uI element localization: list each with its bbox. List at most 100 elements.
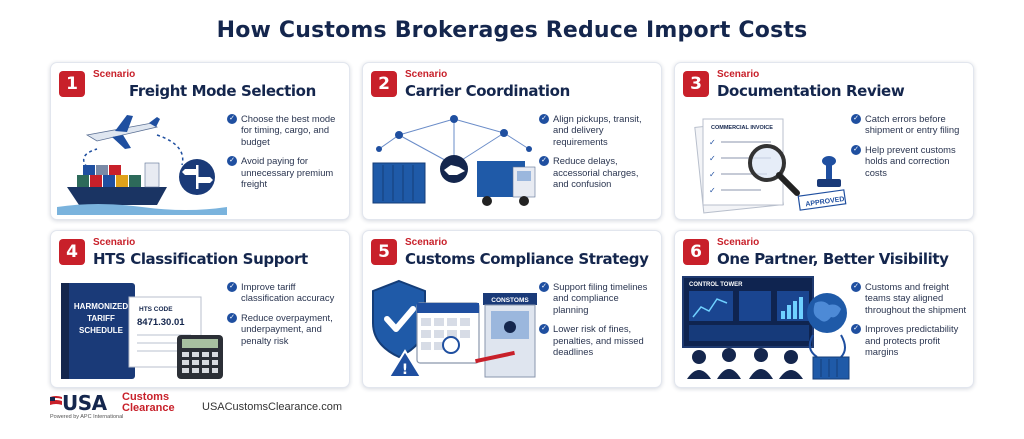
scenario-label: Scenario — [717, 69, 760, 80]
bullet-list: ✓Align pickups, transit, and delivery re… — [539, 113, 655, 197]
card-title: Customs Compliance Strategy — [405, 250, 649, 268]
hts-illustration: HARMONIZED TARIFF SCHEDULE HTS CODE 8471… — [61, 283, 223, 379]
check-icon: ✓ — [539, 114, 549, 124]
list-item: ✓Improve tariff classification accuracy — [227, 281, 343, 304]
scenario-label: Scenario — [717, 237, 760, 248]
check-icon: ✓ — [227, 156, 237, 167]
magnifier-icon — [748, 144, 800, 196]
bullet-list: ✓Catch errors before shipment or entry f… — [851, 113, 967, 186]
screen-label: CONTROL TOWER — [689, 282, 743, 288]
logo-powered-by: Powered by APC International — [50, 414, 124, 420]
documentation-illustration: COMMERCIAL INVOICE ✓ ✓ ✓ ✓ APPROVED — [694, 118, 847, 214]
check-icon: ✓ — [539, 282, 549, 292]
document-icon: COMMERCIAL INVOICE ✓ ✓ ✓ ✓ — [694, 118, 784, 214]
check-icon: ✓ — [851, 282, 861, 292]
hts-code-label: HTS CODE — [139, 306, 173, 313]
card-number-badge: 5 — [371, 239, 397, 265]
logo-main: USA — [62, 391, 107, 415]
calculator-icon — [177, 335, 223, 379]
list-item: ✓Reduce delays, accessorial charges, and… — [539, 155, 655, 189]
svg-text:✓: ✓ — [709, 138, 716, 147]
scenario-grid: 1 Scenario Freight Mode Selection — [50, 62, 974, 388]
warning-icon: ! — [387, 349, 423, 378]
website-link[interactable]: USACustomsClearance.com — [202, 401, 342, 413]
bullet-list: ✓Choose the best mode for timing, cargo,… — [227, 113, 343, 197]
check-icon: ✓ — [227, 282, 237, 292]
card-title: One Partner, Better Visibility — [717, 250, 949, 268]
list-item: ✓Help prevent customs holds and correcti… — [851, 144, 967, 178]
logo-clearance: Clearance — [122, 402, 175, 414]
card-number-badge: 2 — [371, 71, 397, 97]
freight-illustration — [57, 115, 227, 215]
book-label-1: HARMONIZED — [74, 302, 128, 311]
list-item: ✓Reduce overpayment, underpayment, and p… — [227, 312, 343, 346]
container-icon — [812, 356, 850, 380]
card-number-badge: 3 — [683, 71, 709, 97]
book-label-2: TARIFF — [87, 314, 115, 323]
check-icon: ✓ — [851, 324, 861, 335]
flag-icon — [50, 396, 62, 405]
route-line — [156, 134, 184, 166]
list-item: ✓Avoid paying for unnecessary premium fr… — [227, 155, 343, 189]
list-item: ✓Align pickups, transit, and delivery re… — [539, 113, 655, 147]
globe-icon — [807, 293, 847, 333]
hts-code-value: 8471.30.01 — [137, 317, 185, 328]
scenario-label: Scenario — [405, 237, 448, 248]
list-item: ✓Choose the best mode for timing, cargo,… — [227, 113, 343, 147]
ship-icon — [57, 162, 227, 215]
svg-text:✓: ✓ — [709, 170, 716, 179]
team-icon — [687, 348, 803, 379]
card-number-badge: 1 — [59, 71, 85, 97]
card-hts-classification: 4 Scenario HTS Classification Support HA… — [50, 230, 350, 388]
scenario-label: Scenario — [405, 69, 448, 80]
bullet-list: ✓Support filing timelines and compliance… — [539, 281, 655, 365]
control-tower-illustration: CONTROL TOWER — [682, 276, 850, 380]
airplane-icon — [85, 115, 160, 149]
stamp-icon: APPROVED — [797, 156, 847, 211]
card-number-badge: 4 — [59, 239, 85, 265]
truck-icon — [477, 161, 536, 206]
company-logo[interactable]: USA Customs Clearance Powered by APC Int… — [50, 391, 190, 420]
scenario-label: Scenario — [93, 237, 136, 248]
card-number-badge: 6 — [683, 239, 709, 265]
card-title: HTS Classification Support — [93, 250, 308, 268]
card-title: Documentation Review — [717, 82, 905, 100]
check-icon: ✓ — [539, 324, 549, 335]
svg-text:!: ! — [402, 362, 408, 378]
list-item: ✓Improves predictability and protects pr… — [851, 323, 967, 357]
check-icon: ✓ — [227, 312, 237, 323]
signpost-icon — [179, 159, 215, 195]
handshake-icon — [440, 155, 468, 183]
list-item: ✓Catch errors before shipment or entry f… — [851, 113, 967, 136]
check-icon: ✓ — [227, 114, 237, 124]
card-documentation-review: 3 Scenario Documentation Review COMMERCI… — [674, 62, 974, 220]
check-icon: ✓ — [851, 114, 861, 124]
scenario-label: Scenario — [93, 69, 136, 80]
book-label-3: SCHEDULE — [79, 326, 124, 335]
list-item: ✓Lower risk of fines, penalties, and mis… — [539, 323, 655, 357]
monitor-icon: CONTROL TOWER — [682, 276, 814, 348]
card-title: Freight Mode Selection — [129, 82, 316, 100]
card-title: Carrier Coordination — [405, 82, 570, 100]
container-icon — [372, 162, 426, 204]
list-item: ✓Customs and freight teams stay aligned … — [851, 281, 967, 315]
carrier-illustration — [372, 115, 536, 206]
bullet-list: ✓Improve tariff classification accuracy … — [227, 281, 343, 354]
book-icon: HARMONIZED TARIFF SCHEDULE — [61, 283, 135, 379]
logo-customs: Customs — [122, 391, 170, 403]
bullet-list: ✓Customs and freight teams stay aligned … — [851, 281, 967, 365]
list-item: ✓Support filing timelines and compliance… — [539, 281, 655, 315]
customs-booth-icon: CONSTOMS — [475, 293, 537, 378]
check-icon: ✓ — [539, 156, 549, 167]
card-carrier-coordination: 2 Scenario Carrier Coordination — [362, 62, 662, 220]
compliance-illustration: ! CONSTOMS — [372, 279, 537, 378]
doc-label: COMMERCIAL INVOICE — [711, 125, 773, 131]
card-one-partner: 6 Scenario One Partner, Better Visibilit… — [674, 230, 974, 388]
card-freight-mode: 1 Scenario Freight Mode Selection — [50, 62, 350, 220]
calendar-icon — [416, 302, 480, 364]
check-icon: ✓ — [851, 144, 861, 155]
svg-text:✓: ✓ — [709, 154, 716, 163]
card-compliance-strategy: 5 Scenario Customs Compliance Strategy — [362, 230, 662, 388]
page-title: How Customs Brokerages Reduce Import Cos… — [216, 18, 808, 43]
svg-text:✓: ✓ — [709, 186, 716, 195]
